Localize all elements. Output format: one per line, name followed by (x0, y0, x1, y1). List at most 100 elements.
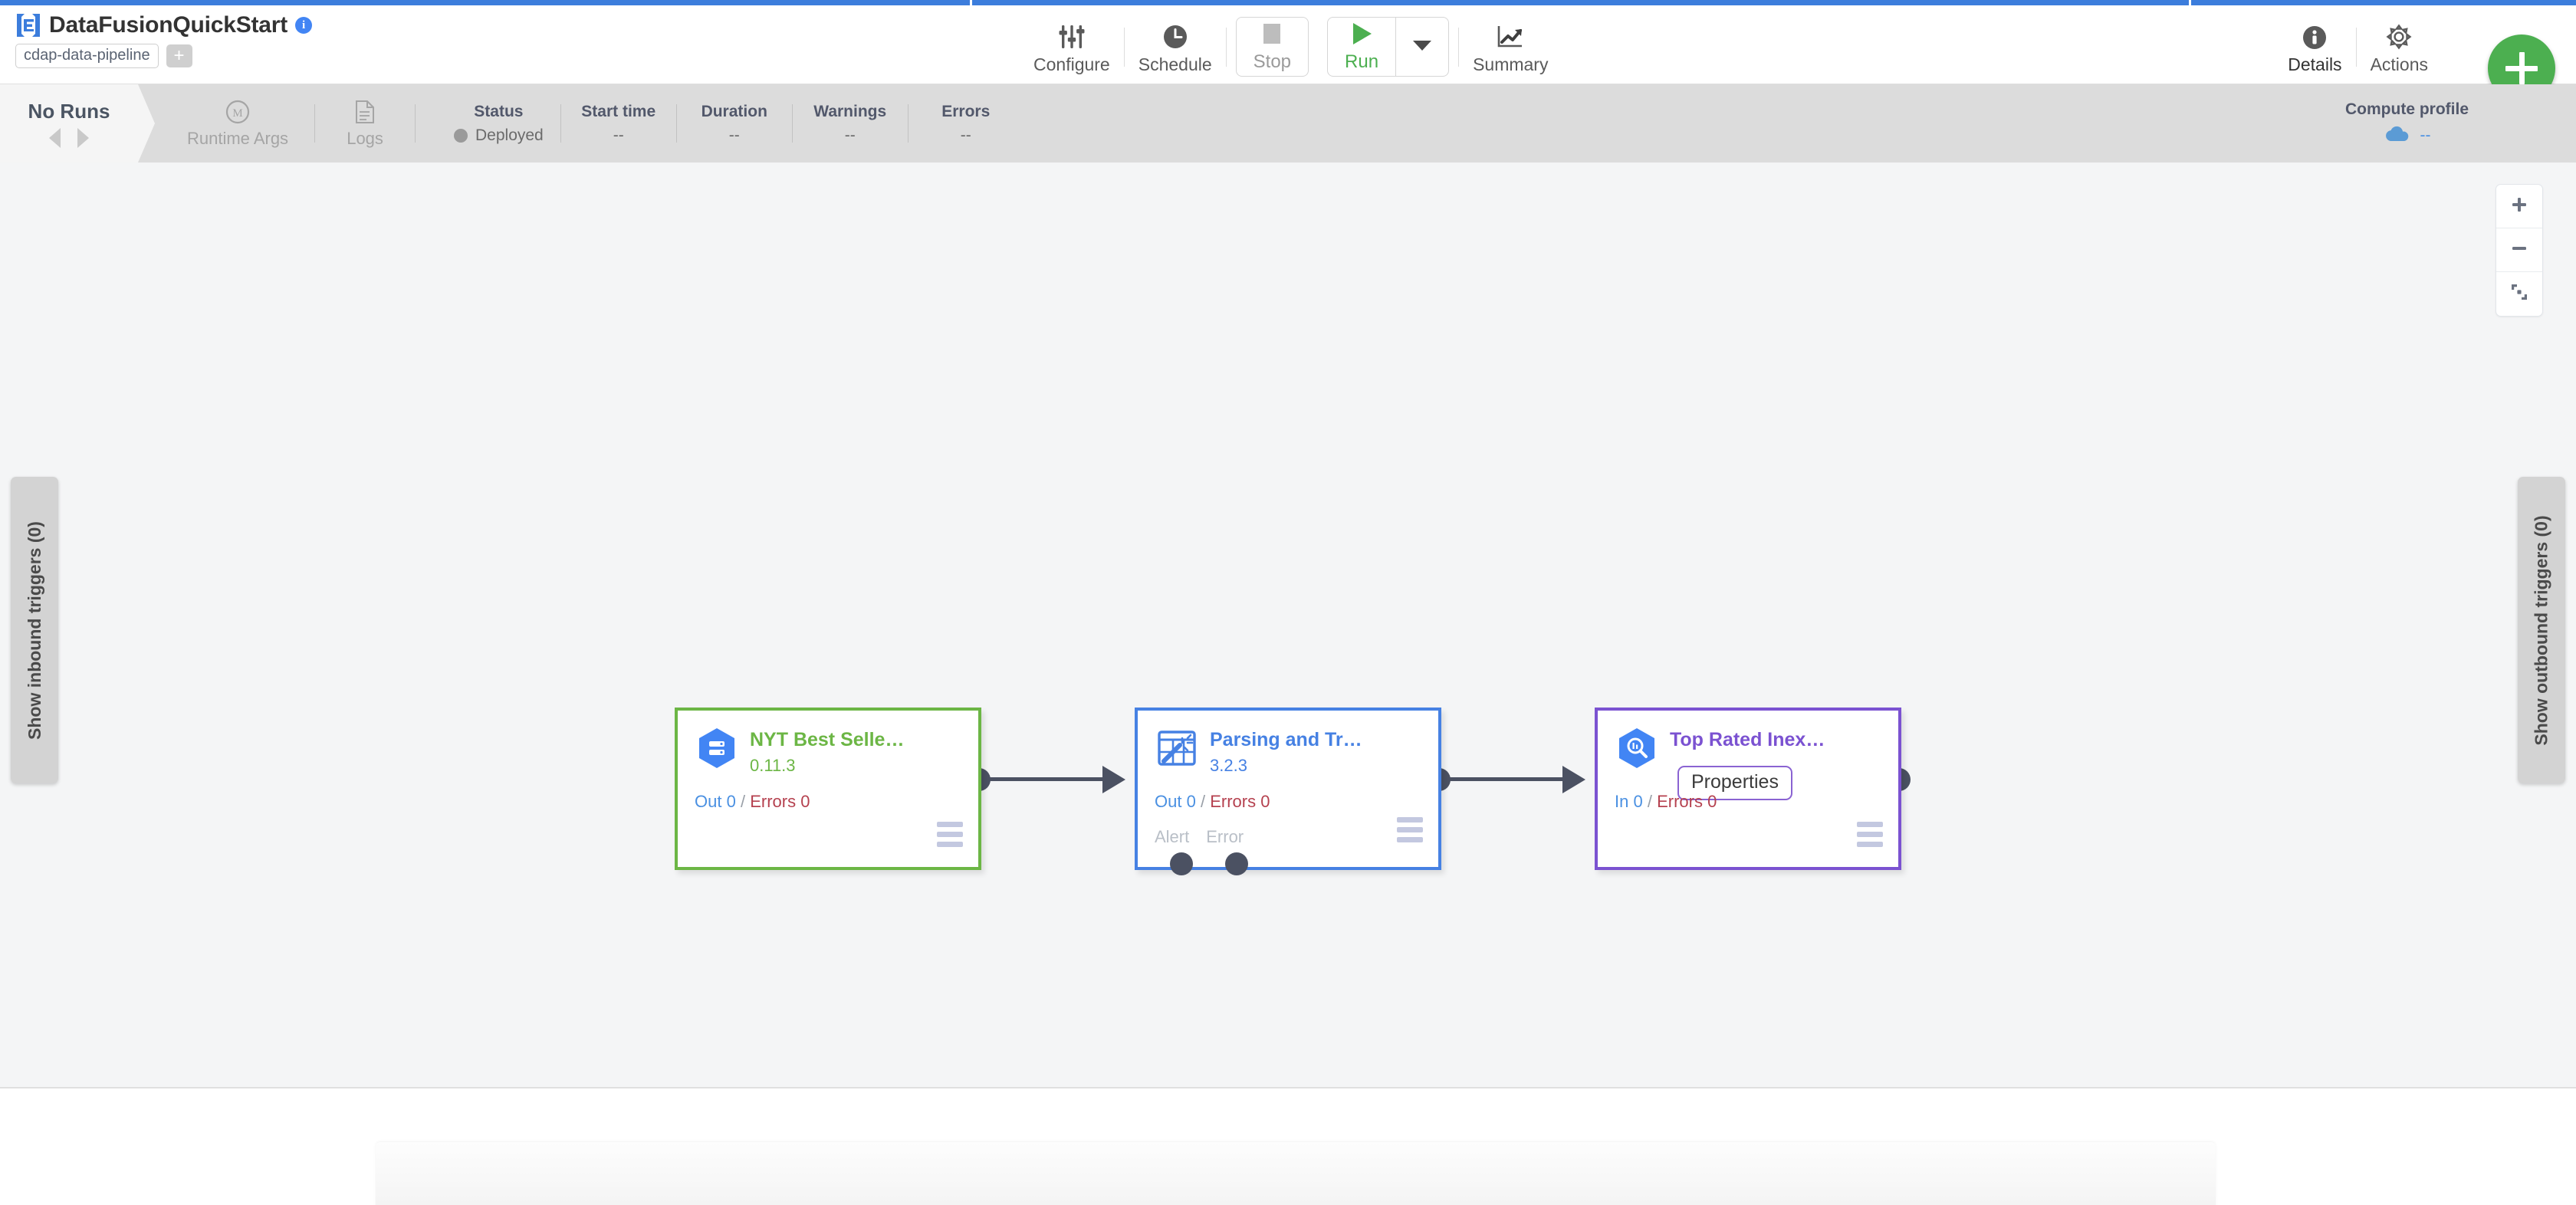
clock-icon (1162, 19, 1188, 50)
outbound-triggers-panel[interactable]: Show outbound triggers (0) (2518, 477, 2565, 783)
pipeline-toolbar: Configure Schedule Stop (1020, 11, 1562, 84)
node-version: 0.11.3 (750, 756, 796, 775)
runtime-args-button[interactable]: M Runtime Args (161, 84, 314, 163)
footer-panel (376, 1142, 2216, 1205)
node-metric-separator: / (1647, 792, 1652, 811)
node-metrics: In 0 / Errors 0 (1615, 792, 1717, 812)
sliders-icon (1058, 19, 1086, 50)
node-errors-metric: Errors 0 (750, 792, 810, 811)
schedule-button[interactable]: Schedule (1125, 11, 1226, 84)
macro-m-icon: M (225, 99, 250, 125)
metric-errors-value: -- (960, 126, 971, 144)
toolbar-divider (2355, 28, 2357, 67)
run-button[interactable]: Run (1328, 18, 1395, 76)
inbound-triggers-label: Show inbound triggers (0) (24, 520, 44, 740)
properties-label: Properties (1691, 771, 1779, 793)
stop-label: Stop (1253, 51, 1292, 72)
page-footer (0, 1090, 2576, 1205)
node-version: 3.2.3 (1210, 756, 1247, 775)
logs-label: Logs (347, 128, 383, 148)
statusbar-divider (415, 104, 416, 143)
gear-icon (2386, 19, 2412, 50)
status-text: Deployed (475, 126, 544, 144)
canvas-zoom-controls (2496, 184, 2543, 317)
node-name: Parsing and Tr… (1210, 729, 1362, 750)
node-port-labels: Alert Error (1155, 827, 1244, 847)
zoom-out-button[interactable] (2496, 228, 2542, 272)
node-name: NYT Best Selle… (750, 729, 905, 750)
error-port-label: Error (1206, 827, 1244, 846)
alert-port-label: Alert (1155, 827, 1190, 846)
connection-transform-to-sink[interactable] (1449, 777, 1562, 781)
caret-down-icon (1411, 38, 1433, 56)
inbound-triggers-panel[interactable]: Show inbound triggers (0) (11, 477, 58, 783)
schedule-label: Schedule (1138, 54, 1212, 74)
outbound-triggers-label: Show outbound triggers (0) (2531, 514, 2551, 746)
cloud-icon (2384, 125, 2411, 147)
metric-warnings-value: -- (844, 126, 856, 144)
summary-label: Summary (1473, 54, 1549, 74)
runs-selector: No Runs (0, 84, 138, 163)
stop-button[interactable]: Stop (1235, 17, 1309, 77)
pipeline-canvas[interactable]: Show inbound triggers (0) Show outbound … (0, 163, 2576, 1088)
page-title: DataFusionQuickStart (49, 12, 288, 38)
hamburger-menu-icon[interactable] (937, 822, 963, 847)
add-tag-button[interactable]: + (166, 44, 192, 67)
pipeline-header: DataFusionQuickStart i cdap-data-pipelin… (0, 5, 2576, 102)
trend-chart-icon (1497, 19, 1524, 50)
details-button[interactable]: Details (2274, 11, 2355, 84)
actions-button[interactable]: Actions (2357, 11, 2442, 84)
logs-button[interactable]: Logs (315, 84, 415, 163)
compute-profile[interactable]: Compute profile -- (2345, 84, 2469, 163)
wrangler-icon (1155, 726, 1199, 770)
statusbar-divider (907, 104, 909, 143)
metric-warnings-label: Warnings (813, 102, 887, 120)
stop-square-icon (1260, 21, 1284, 50)
metric-start-time-value: -- (613, 126, 624, 144)
zoom-in-button[interactable] (2496, 185, 2542, 228)
statusbar-divider (675, 104, 677, 143)
compute-profile-value: -- (2420, 126, 2431, 144)
pipeline-node-source[interactable]: NYT Best Selle… 0.11.3 Out 0 / Errors 0 (675, 708, 981, 870)
hamburger-menu-icon[interactable] (1857, 822, 1883, 847)
run-button-divider (1395, 18, 1397, 76)
info-icon[interactable]: i (295, 17, 313, 34)
hamburger-menu-icon[interactable] (1397, 817, 1423, 842)
fit-screen-icon (2509, 282, 2529, 306)
metric-duration-value: -- (728, 126, 740, 144)
statusbar-divider (791, 104, 793, 143)
toolbar-divider (1458, 28, 1460, 67)
configure-button[interactable]: Configure (1020, 11, 1124, 84)
metric-errors: Errors -- (909, 84, 1024, 163)
runs-title: No Runs (28, 99, 110, 123)
pipeline-node-transform[interactable]: Parsing and Tr… 3.2.3 Out 0 / Errors 0 A… (1135, 708, 1441, 870)
toolbar-divider (1225, 28, 1227, 67)
properties-badge[interactable]: Properties (1677, 766, 1792, 800)
connection-arrowhead (1562, 766, 1585, 793)
summary-button[interactable]: Summary (1459, 11, 1562, 84)
metric-errors-label: Errors (941, 102, 991, 120)
run-label: Run (1345, 51, 1379, 72)
node-metric-separator: / (1200, 792, 1206, 811)
play-triangle-icon (1349, 21, 1375, 50)
node-metrics: Out 0 / Errors 0 (695, 792, 810, 812)
connection-source-to-transform[interactable] (989, 777, 1102, 781)
run-options-dropdown[interactable] (1396, 18, 1448, 76)
statusbar-divider (560, 104, 561, 143)
metric-status: Status Deployed (437, 84, 560, 163)
caret-right-icon[interactable] (77, 127, 89, 148)
pipeline-toolbar-right: Details (2274, 11, 2442, 84)
pipeline-node-sink[interactable]: Top Rated Inex… Properties In 0 / Errors… (1595, 708, 1901, 870)
fit-to-screen-button[interactable] (2496, 272, 2542, 316)
bigquery-sink-icon (1615, 726, 1659, 770)
metric-status-value: Deployed (454, 126, 544, 145)
error-output-port[interactable] (1225, 852, 1248, 875)
alert-output-port[interactable] (1170, 852, 1193, 875)
statusbar-actions: M Runtime Args Logs (161, 84, 416, 163)
caret-left-icon[interactable] (49, 127, 61, 148)
node-in-metric: In 0 (1615, 792, 1643, 811)
actions-label: Actions (2370, 54, 2428, 74)
connection-arrowhead (1102, 766, 1125, 793)
runs-block-arrow (138, 84, 155, 163)
